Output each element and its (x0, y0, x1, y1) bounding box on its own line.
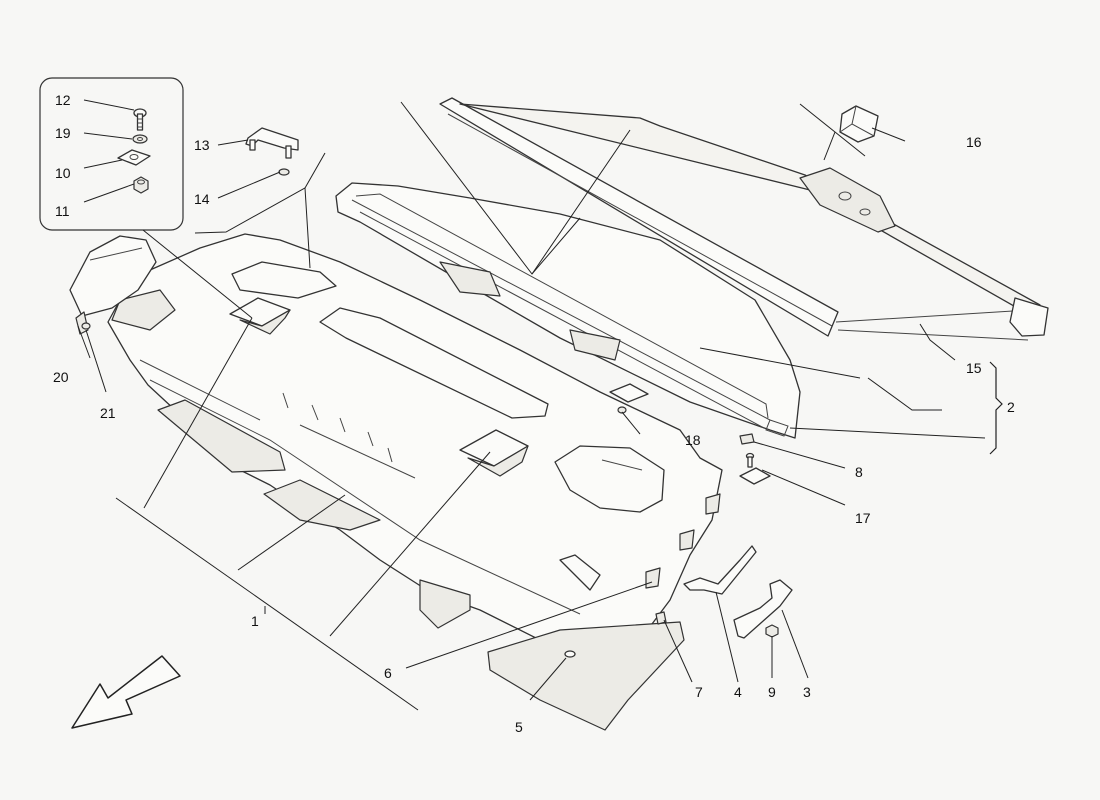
group-bracket-part-2 (989, 361, 1003, 455)
hardware-inset (39, 77, 184, 231)
clip-part-10 (117, 149, 151, 166)
clip-part-21 (81, 322, 91, 330)
callout-2: 2 (1007, 399, 1015, 415)
nut-part-11 (133, 176, 149, 194)
callout-8: 8 (855, 464, 863, 480)
screw-part-17 (739, 452, 771, 485)
callout-11: 11 (55, 203, 70, 219)
washer-part-19 (132, 134, 148, 144)
callout-7: 7 (695, 684, 703, 700)
front-direction-arrow-icon (71, 655, 181, 729)
callout-14: 14 (194, 191, 210, 207)
leader-lines (77, 99, 986, 711)
screw-part-12 (133, 108, 147, 131)
bracket-part-18 (609, 383, 649, 414)
clip-part-8 (739, 433, 755, 445)
bracket-part-3 (733, 579, 793, 639)
callout-labels: 12 19 10 11 13 14 16 15 2 18 8 17 20 21 … (53, 92, 1015, 735)
callout-10: 10 (55, 165, 71, 181)
bracket-part-4 (683, 545, 757, 595)
callout-17: 17 (855, 510, 871, 526)
callout-15: 15 (966, 360, 982, 376)
inset-frame (39, 77, 184, 231)
clip-part-14 (278, 168, 290, 176)
module-part-16 (839, 105, 879, 143)
callout-13: 13 (194, 137, 210, 153)
handle-part-13 (245, 127, 299, 159)
callout-5: 5 (515, 719, 523, 735)
callout-3: 3 (803, 684, 811, 700)
clip-part-7 (655, 611, 667, 625)
screw-part-5 (564, 650, 576, 658)
callout-1: 1 (251, 613, 259, 629)
parcel-shelf-upper-part-2 (335, 182, 801, 439)
callout-6: 6 (384, 665, 392, 681)
callout-21: 21 (100, 405, 116, 421)
roller-blind-part-15 (439, 97, 1049, 341)
callout-4: 4 (734, 684, 742, 700)
callout-20: 20 (53, 369, 69, 385)
callout-18: 18 (685, 432, 701, 448)
callout-16: 16 (966, 134, 982, 150)
callout-19: 19 (55, 125, 71, 141)
rear-trim-panel-part-1 (107, 233, 723, 731)
callout-12: 12 (55, 92, 71, 108)
callout-9: 9 (768, 684, 776, 700)
nut-part-9 (765, 624, 779, 638)
